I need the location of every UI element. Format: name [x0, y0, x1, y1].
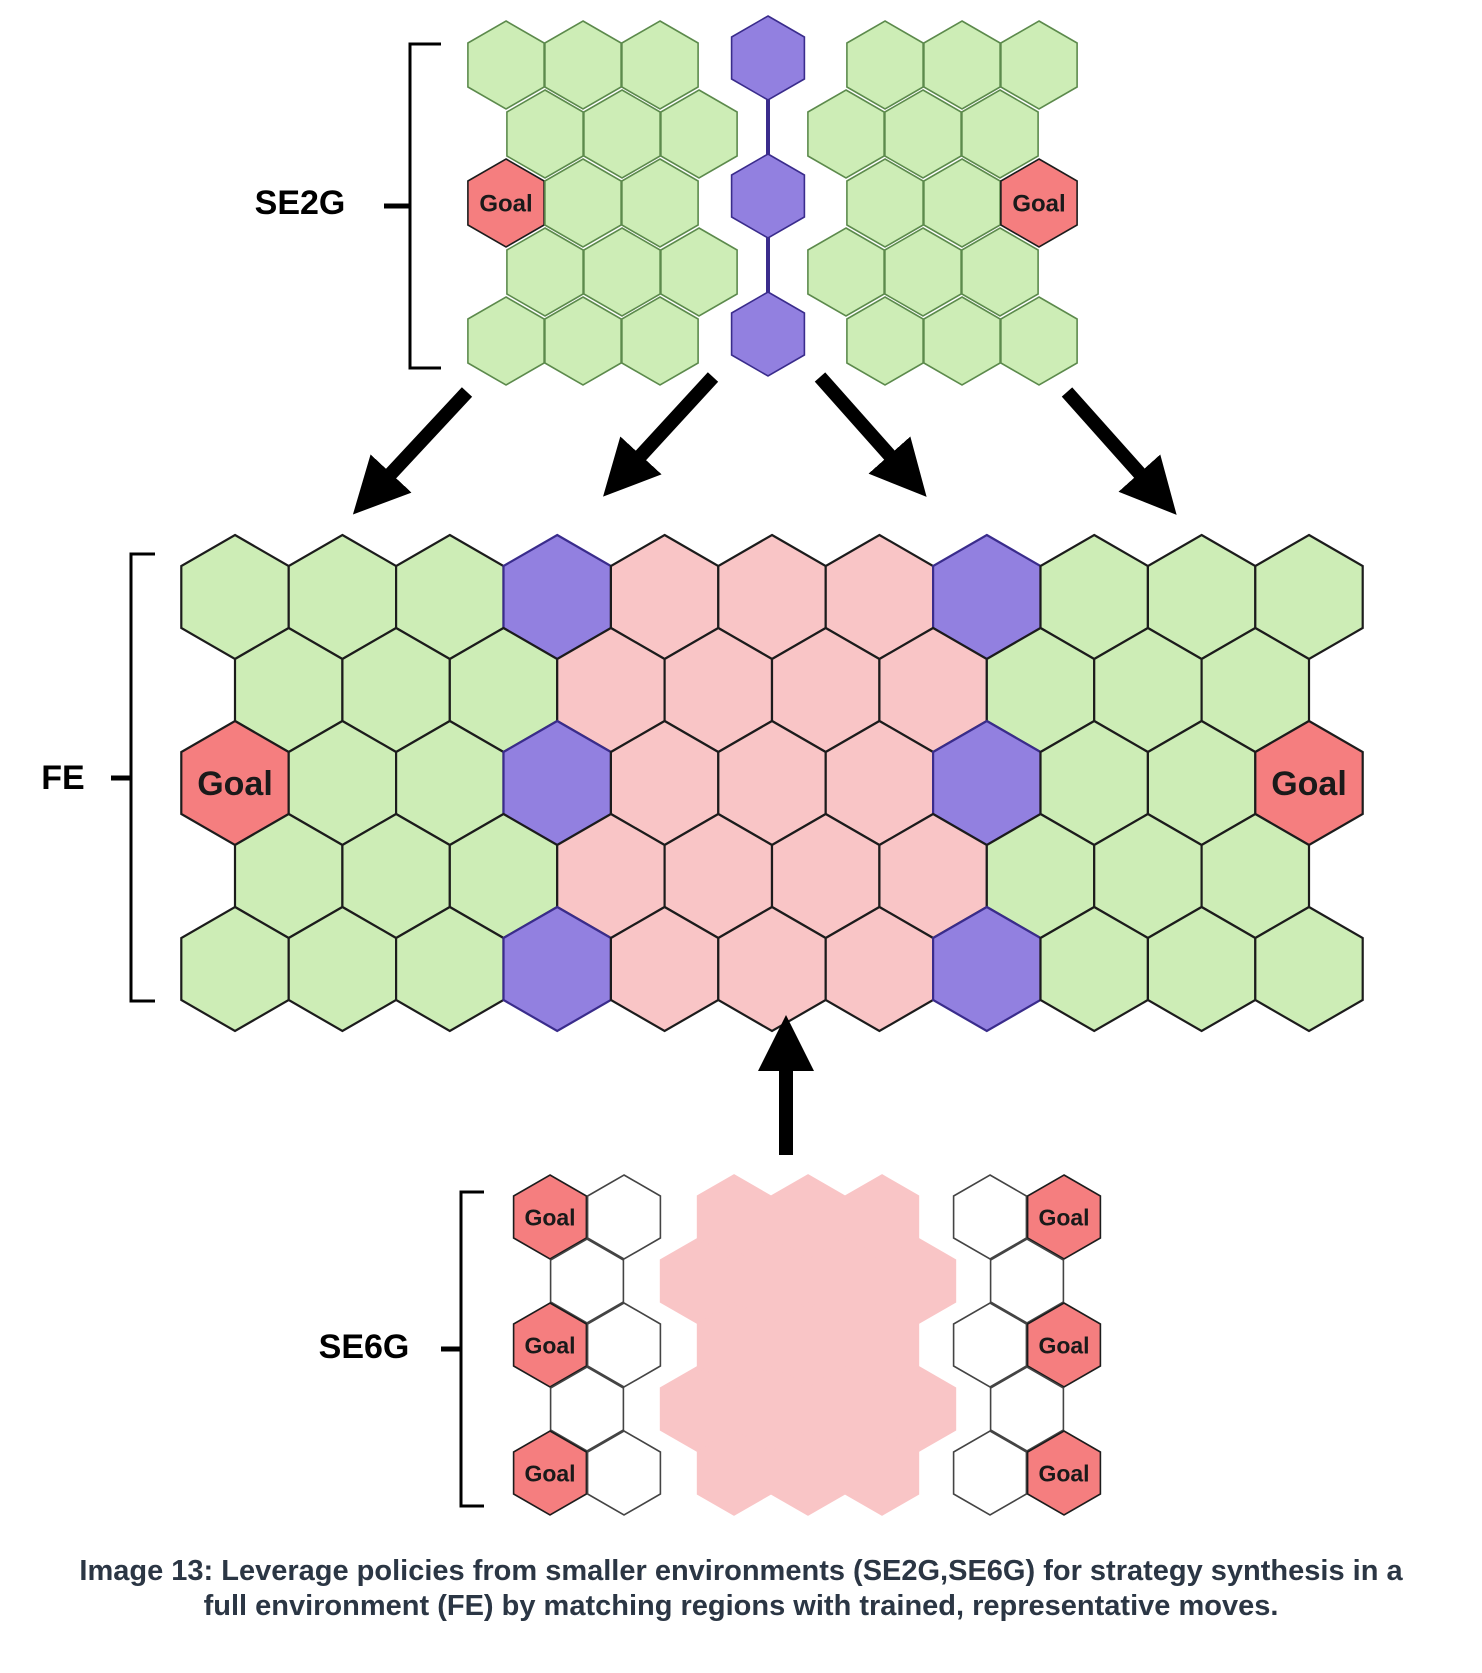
green-hex-cell	[506, 89, 584, 179]
goal-hex-cell	[512, 1430, 588, 1516]
fe-label: FE	[41, 759, 84, 797]
goal-hex-cell	[1000, 158, 1078, 248]
pink-hex-cell	[844, 1430, 920, 1516]
white-hex-cell	[952, 1174, 1028, 1260]
green-hex-cell	[621, 296, 699, 386]
pink-hex-cell	[696, 1430, 772, 1516]
pink-hex-cell	[807, 1238, 883, 1324]
goal-label: Goal	[1038, 1332, 1089, 1358]
goal-label: Goal	[524, 1332, 575, 1358]
green-hex-cell	[1254, 905, 1364, 1033]
green-hex-cell	[1000, 296, 1078, 386]
pink-hex-cell	[881, 1366, 957, 1452]
goal-label: Goal	[524, 1204, 575, 1230]
green-hex-cell	[621, 158, 699, 248]
pink-hex-cell	[770, 1430, 846, 1516]
goal-hex-cell	[512, 1302, 588, 1388]
se2g-grid: Goal Goal	[467, 15, 1078, 386]
pink-hex-cell	[844, 1302, 920, 1388]
goal-label: Goal	[1012, 191, 1065, 218]
down-arrow-icon	[814, 372, 927, 497]
goal-hex-cell	[512, 1174, 588, 1260]
se6g-bracket-icon	[441, 1190, 484, 1508]
pink-hex-cell	[770, 1174, 846, 1260]
goal-hex-cell	[1026, 1430, 1102, 1516]
green-hex-cell	[923, 158, 1001, 248]
figure-caption: Image 13: Leverage policies from smaller…	[79, 1555, 1403, 1622]
white-hex-cell	[989, 1238, 1065, 1324]
white-hex-cell	[586, 1302, 662, 1388]
green-hex-cell	[846, 296, 924, 386]
pink-hex-cell	[733, 1366, 809, 1452]
down-arrow-icon	[1061, 387, 1177, 515]
green-hex-cell	[961, 89, 1039, 179]
pink-hex-cell	[659, 1366, 735, 1452]
green-hex-cell	[807, 89, 885, 179]
green-hex-cell	[660, 89, 738, 179]
se6g-label: SE6G	[319, 1328, 410, 1366]
goal-label: Goal	[1038, 1204, 1089, 1230]
green-hex-cell	[506, 227, 584, 317]
white-hex-cell	[952, 1302, 1028, 1388]
full-environment-grid: Goal Goal	[180, 533, 1364, 1033]
goal-hex-cell	[1026, 1302, 1102, 1388]
down-arrow-icon	[352, 387, 473, 515]
green-hex-cell	[961, 227, 1039, 317]
goal-label: Goal	[197, 765, 273, 803]
green-hex-cell	[544, 296, 622, 386]
white-hex-cell	[586, 1430, 662, 1516]
goal-label: Goal	[479, 191, 532, 218]
green-hex-cell	[467, 296, 545, 386]
green-hex-cell	[583, 227, 661, 317]
green-hex-cell	[467, 20, 545, 110]
goal-hex-cell	[467, 158, 545, 248]
mapping-arrows	[352, 372, 1177, 1155]
se2g-bracket-icon	[384, 42, 441, 370]
green-hex-cell	[884, 89, 962, 179]
goal-label: Goal	[1038, 1460, 1089, 1486]
white-hex-cell	[549, 1238, 625, 1324]
goal-label: Goal	[1271, 765, 1347, 803]
pink-hex-cell	[696, 1174, 772, 1260]
green-hex-cell	[660, 227, 738, 317]
white-hex-cell	[952, 1430, 1028, 1516]
green-hex-cell	[1000, 20, 1078, 110]
green-hex-cell	[544, 158, 622, 248]
green-hex-cell	[583, 89, 661, 179]
pink-hex-cell	[881, 1238, 957, 1324]
pink-hex-cell	[807, 1366, 883, 1452]
white-hex-cell	[549, 1366, 625, 1452]
green-hex-cell	[621, 20, 699, 110]
pink-hex-cell	[659, 1238, 735, 1324]
white-hex-cell	[989, 1366, 1065, 1452]
pink-hex-cell	[770, 1302, 846, 1388]
goal-label: Goal	[524, 1460, 575, 1486]
pink-hex-cell	[696, 1302, 772, 1388]
purple-hex-cell	[730, 291, 806, 377]
green-hex-cell	[807, 227, 885, 317]
se2g-label: SE2G	[255, 184, 346, 222]
down-arrow-icon	[603, 372, 719, 497]
goal-hex-cell	[1026, 1174, 1102, 1260]
green-hex-cell	[884, 227, 962, 317]
green-hex-cell	[846, 158, 924, 248]
green-hex-cell	[923, 296, 1001, 386]
purple-hex-cell	[730, 153, 806, 239]
fe-bracket-icon	[111, 552, 155, 1003]
pink-hex-cell	[844, 1174, 920, 1260]
white-hex-cell	[586, 1174, 662, 1260]
pink-hex-cell	[733, 1238, 809, 1324]
green-hex-cell	[846, 20, 924, 110]
purple-hex-cell	[730, 15, 806, 101]
green-hex-cell	[544, 20, 622, 110]
green-hex-cell	[923, 20, 1001, 110]
